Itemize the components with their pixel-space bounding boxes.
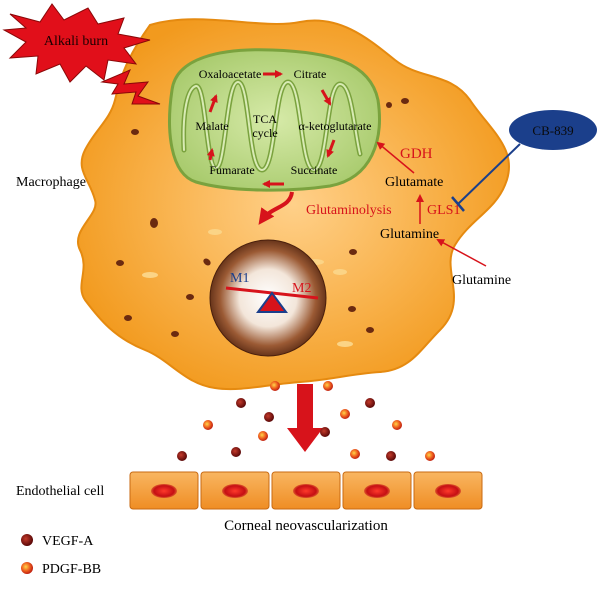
endothelial-cell-label: Endothelial cell [16,484,104,499]
pdgf-dot [350,449,360,459]
pdgf-dot [270,381,280,391]
citrate-label: Citrate [294,67,327,81]
vegf-dot [236,398,246,408]
legend-pdgfbb-swatch [21,562,33,574]
endothelial-cells [129,471,483,510]
pdgf-dot [258,431,268,441]
m1-label: M1 [230,271,249,286]
gls1-label: GLS1 [427,203,460,218]
cb839-inhibition-bar [451,196,465,212]
glutamine-uptake-arrow [436,239,487,267]
cb839-label: CB-839 [532,123,573,138]
cb839-inhibition-line [457,143,521,205]
pdgf-dot [340,409,350,419]
glutamine-inner-label: Glutamine [380,227,439,242]
pdgf-dot [203,420,213,430]
alpha-ketoglutarate-label: α-ketoglutarate [299,119,372,133]
corneal-neovascularization-label: Corneal neovascularization [224,518,388,534]
vegf-dot [386,451,396,461]
tca-cycle-arrows [206,70,336,188]
gdh-label: GDH [400,146,433,162]
fumarate-label: Fumarate [209,163,254,177]
legend-vegfa-label: VEGF-A [42,534,94,549]
macrophage-label: Macrophage [16,175,86,190]
vegf-dot [320,427,330,437]
m2-label: M2 [292,281,311,296]
vegf-dot [264,412,274,422]
succinate-to-nucleus-arrow [258,191,294,225]
vegf-dot [177,451,187,461]
balance-fulcrum-icon [256,291,288,313]
glutamate-to-akg-arrow [376,141,415,174]
lightning-bolt-icon [100,69,161,105]
vegf-dot [365,398,375,408]
secretion-arrow-head [287,428,323,452]
succinate-label: Succinate [291,163,338,177]
legend-vegfa-swatch [21,534,33,546]
secreted-factors [177,381,435,461]
tca-cycle-label-line2: cycle [252,126,277,140]
glutamate-label: Glutamate [385,175,443,190]
malate-label: Malate [195,119,228,133]
glutamine-outer-label: Glutamine [452,273,511,288]
pdgf-dot [425,451,435,461]
alkali-burn-starburst [2,3,151,83]
pdgf-dot [392,420,402,430]
glutaminolysis-label: Glutaminolysis [306,203,392,218]
secretion-arrow-shaft [297,384,313,430]
oxaloacetate-label: Oxaloacetate [199,67,262,81]
alkali-burn-label: Alkali burn [44,34,108,49]
pdgf-dot [323,381,333,391]
vegf-dot [231,447,241,457]
tca-cycle-label-line1: TCA [253,112,277,126]
cb839-oval [509,110,597,150]
legend-pdgfbb-label: PDGF-BB [42,562,101,577]
